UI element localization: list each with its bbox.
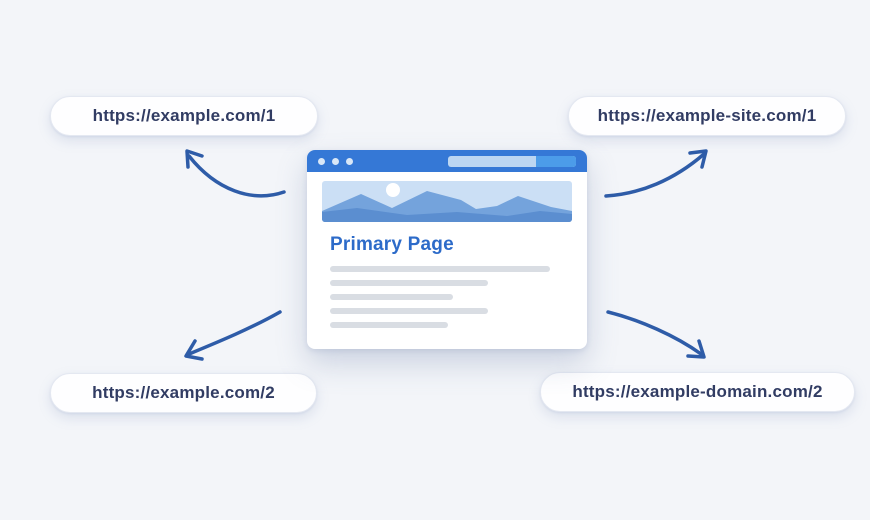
- url-chip-bottom-right-label: https://example-domain.com/2: [572, 382, 823, 401]
- arrow-to-top-left-icon: [185, 149, 286, 198]
- placeholder-line: [330, 294, 453, 300]
- url-chip-top-right[interactable]: https://example-site.com/1: [568, 96, 846, 136]
- address-bar[interactable]: [448, 155, 576, 167]
- url-chip-top-right-label: https://example-site.com/1: [597, 106, 817, 125]
- placeholder-line: [330, 308, 488, 314]
- page-title: Primary Page: [330, 234, 454, 255]
- url-chip-bottom-left[interactable]: https://example.com/2: [50, 373, 317, 413]
- url-chip-top-left-label: https://example.com/1: [92, 106, 276, 125]
- placeholder-text-block: [330, 266, 550, 336]
- url-chip-bottom-left-label: https://example.com/2: [92, 383, 275, 402]
- arrow-to-bottom-right-icon: [606, 310, 706, 359]
- arrow-to-bottom-left-icon: [184, 310, 282, 361]
- hero-image: [322, 181, 572, 222]
- browser-titlebar: [307, 150, 587, 172]
- window-dot-icon: [318, 157, 325, 165]
- window-controls-dots-icon[interactable]: [318, 157, 353, 165]
- arrow-to-top-right-icon: [604, 149, 708, 198]
- address-bar-button[interactable]: [536, 155, 576, 167]
- placeholder-line: [330, 322, 448, 328]
- primary-page-browser-window: Primary Page: [307, 150, 587, 349]
- url-chip-bottom-right[interactable]: https://example-domain.com/2: [540, 372, 855, 412]
- url-chip-top-left[interactable]: https://example.com/1: [50, 96, 318, 136]
- mountain-landscape-icon: [322, 181, 572, 222]
- placeholder-line: [330, 280, 488, 286]
- window-dot-icon: [332, 157, 339, 165]
- window-dot-icon: [346, 157, 353, 165]
- placeholder-line: [330, 266, 550, 272]
